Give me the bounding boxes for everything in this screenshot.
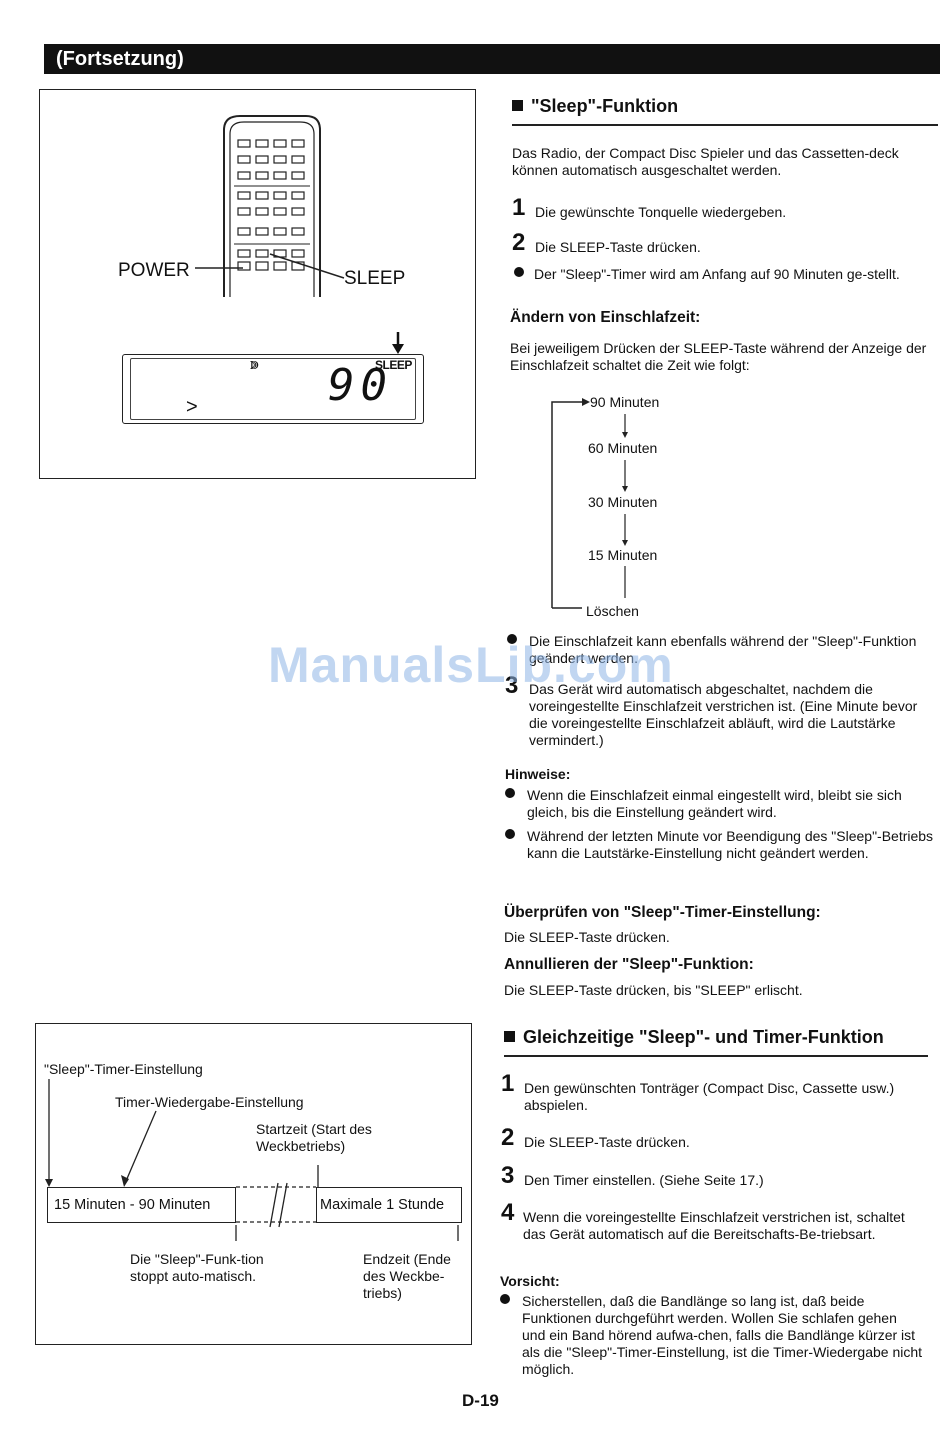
sequence-item: 60 Minuten	[588, 440, 658, 456]
timer-section-title: Gleichzeitige "Sleep"- und Timer-Funktio…	[504, 1027, 884, 1048]
timer-step1: Den gewünschten Tonträger (Compact Disc,…	[524, 1080, 895, 1113]
header-bar	[44, 44, 940, 74]
watermark: ManualsLib.com	[268, 637, 674, 693]
bullet	[505, 788, 515, 798]
timer-step4: Wenn die voreingestellte Einschlafzeit v…	[523, 1209, 905, 1242]
remote-figure-box	[39, 89, 476, 479]
sleep-label: SLEEP	[344, 268, 406, 289]
step-number: 3	[505, 672, 519, 699]
step-number: 1	[512, 194, 526, 221]
sleep-setting-label: "Sleep"-Timer-Einstellung	[44, 1061, 203, 1077]
bullet	[514, 267, 524, 277]
timer-step2: Die SLEEP-Taste drücken.	[524, 1134, 690, 1150]
step-number: 1	[501, 1070, 515, 1097]
step-number: 2	[501, 1124, 515, 1151]
timer-title-rule	[504, 1055, 928, 1057]
cancel-text: Die SLEEP-Taste drücken, bis "SLEEP" erl…	[504, 982, 803, 998]
caution-title: Vorsicht:	[500, 1273, 560, 1289]
timeline-diagram-box	[35, 1023, 472, 1345]
note2: Während der letzten Minute vor Beendigun…	[527, 828, 934, 861]
sleep-step1: Die gewünschte Tonquelle wiedergeben.	[535, 204, 787, 220]
caution-text: Sicherstellen, daß die Bandlänge so lang…	[522, 1293, 923, 1377]
sleep-bullet2: Die Einschlafzeit kann ebenfalls während…	[529, 633, 917, 666]
lcd-sleep-indicator: SLEEP	[375, 358, 412, 372]
check-title: Überprüfen von "Sleep"-Timer-Einstellung…	[504, 904, 821, 921]
power-pointer-line	[195, 267, 243, 269]
sequence-item: Löschen	[586, 603, 639, 619]
step-number: 4	[501, 1199, 515, 1226]
timeline-lines	[45, 1079, 459, 1241]
lcd-tape-icon: ↇ	[250, 358, 259, 372]
playback-setting-label: Timer-Wiedergabe-Einstellung	[115, 1094, 304, 1110]
down-arrow-icon	[392, 332, 404, 354]
end-time-label: Endzeit (Ende des Weckbe-triebs)	[363, 1251, 451, 1301]
bullet	[507, 634, 517, 644]
timeline-sleep-range: 15 Minuten - 90 Minuten	[54, 1197, 211, 1213]
sequence-item: 30 Minuten	[588, 494, 658, 510]
stop-label: Die "Sleep"-Funk-tion stoppt auto-matisc…	[130, 1251, 264, 1284]
start-time-label: Startzeit (Start des Weckbetriebs)	[256, 1121, 372, 1154]
notes-title: Hinweise:	[505, 766, 571, 782]
sleep-section-title: "Sleep"-Funktion	[512, 96, 678, 117]
sleep-sequence-arrows	[551, 398, 628, 609]
page-header-title: (Fortsetzung)	[56, 48, 184, 70]
step-number: 2	[512, 229, 526, 256]
note1: Wenn die Einschlafzeit einmal eingestell…	[527, 787, 902, 820]
sleep-step2: Die SLEEP-Taste drücken.	[535, 239, 701, 255]
bullet	[500, 1294, 510, 1304]
step-number: 3	[501, 1162, 515, 1189]
lcd-display	[122, 354, 424, 424]
sequence-item: 15 Minuten	[588, 547, 658, 563]
check-text: Die SLEEP-Taste drücken.	[504, 929, 670, 945]
lcd-value: 90	[328, 360, 393, 411]
change-text: Bei jeweiligem Drücken der SLEEP-Taste w…	[510, 340, 927, 373]
sleep-step3: Das Gerät wird automatisch abgeschaltet,…	[529, 681, 918, 748]
sleep-bullet1: Der "Sleep"-Timer wird am Anfang auf 90 …	[534, 266, 900, 282]
page-number: D-19	[462, 1391, 499, 1410]
sleep-pointer-line	[269, 253, 345, 279]
cancel-title: Annullieren der "Sleep"-Funktion:	[504, 956, 754, 973]
lcd-arrow-indicator: >	[186, 396, 198, 418]
sleep-intro: Das Radio, der Compact Disc Spieler und …	[512, 145, 899, 178]
sleep-title-rule	[512, 124, 938, 126]
timeline-timer-box	[316, 1187, 462, 1223]
timeline-sleep-box	[47, 1187, 236, 1223]
bullet	[505, 829, 515, 839]
sequence-item: 90 Minuten	[590, 394, 660, 410]
change-title: Ändern von Einschlafzeit:	[510, 309, 701, 326]
timer-step3: Den Timer einstellen. (Siehe Seite 17.)	[524, 1172, 764, 1188]
power-label: POWER	[118, 260, 190, 281]
timeline-timer-range: Maximale 1 Stunde	[320, 1197, 445, 1213]
lcd-inner	[130, 358, 416, 420]
remote-control-illustration	[223, 115, 321, 297]
